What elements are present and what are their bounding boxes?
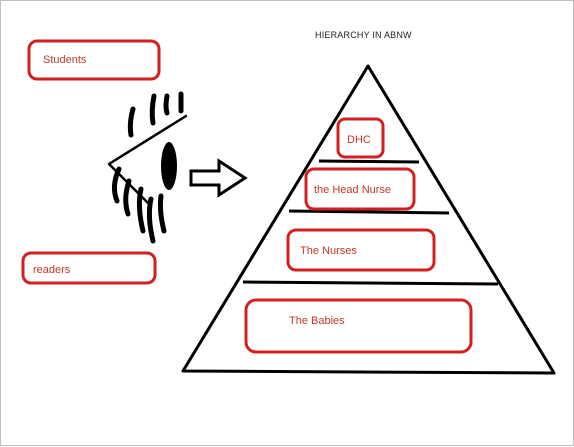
students-label: Students	[43, 54, 87, 66]
students-box: Students	[27, 39, 161, 81]
eye-lash	[136, 186, 146, 234]
eye-iris	[161, 142, 177, 190]
readers-box: readers	[21, 251, 157, 285]
students-box-border	[27, 39, 161, 81]
pyramid-level-dhc: DHC	[336, 117, 385, 159]
eye-lash	[149, 93, 157, 126]
level-box	[286, 228, 436, 272]
pyramid-divider	[288, 209, 450, 215]
pyramid-divider	[242, 280, 499, 286]
pyramid	[181, 64, 556, 375]
pyramid-outline	[181, 64, 556, 375]
diagram-title: HIERARCHY IN ABNW	[315, 30, 412, 40]
arrow-shape	[189, 158, 248, 198]
level-box	[304, 167, 416, 211]
pyramid-level-nurses: The Nurses	[286, 228, 436, 272]
level-label: The Nurses	[300, 245, 357, 257]
eye-lash	[163, 93, 170, 116]
eye-outline	[107, 114, 188, 208]
level-box	[336, 117, 385, 159]
pyramid-level-babies: The Babies	[244, 298, 473, 354]
eye-icon	[107, 91, 188, 244]
eye-lash	[157, 193, 167, 234]
eye-lash	[111, 166, 122, 204]
level-label: The Babies	[289, 315, 345, 327]
eye-lash	[123, 178, 132, 217]
level-label: the Head Nurse	[314, 184, 391, 196]
pyramid-level-head-nurse: the Head Nurse	[304, 167, 416, 211]
eye-lash	[146, 196, 156, 244]
level-box	[244, 298, 473, 354]
eye-lash	[127, 106, 136, 138]
pyramid-divider	[318, 159, 420, 164]
readers-box-border	[21, 251, 157, 285]
arrow-right-icon	[189, 158, 248, 198]
readers-label: readers	[33, 264, 71, 276]
level-label: DHC	[347, 134, 371, 146]
